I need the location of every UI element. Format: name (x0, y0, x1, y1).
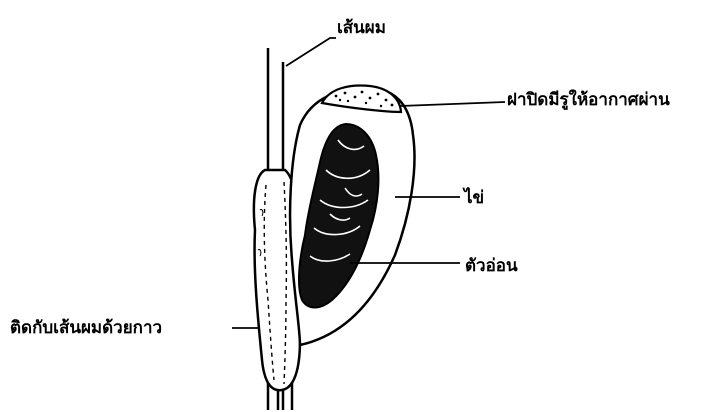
label-operculum: ฝาปิดมีรูให้อากาศผ่าน (507, 92, 670, 109)
label-hair-shaft: เส้นผม (337, 20, 386, 37)
label-egg: ไข่ (464, 190, 484, 207)
label-glue: ติดกับเส้นผมด้วยกาว (10, 320, 162, 337)
label-larva: ตัวอ่อน (465, 258, 518, 275)
